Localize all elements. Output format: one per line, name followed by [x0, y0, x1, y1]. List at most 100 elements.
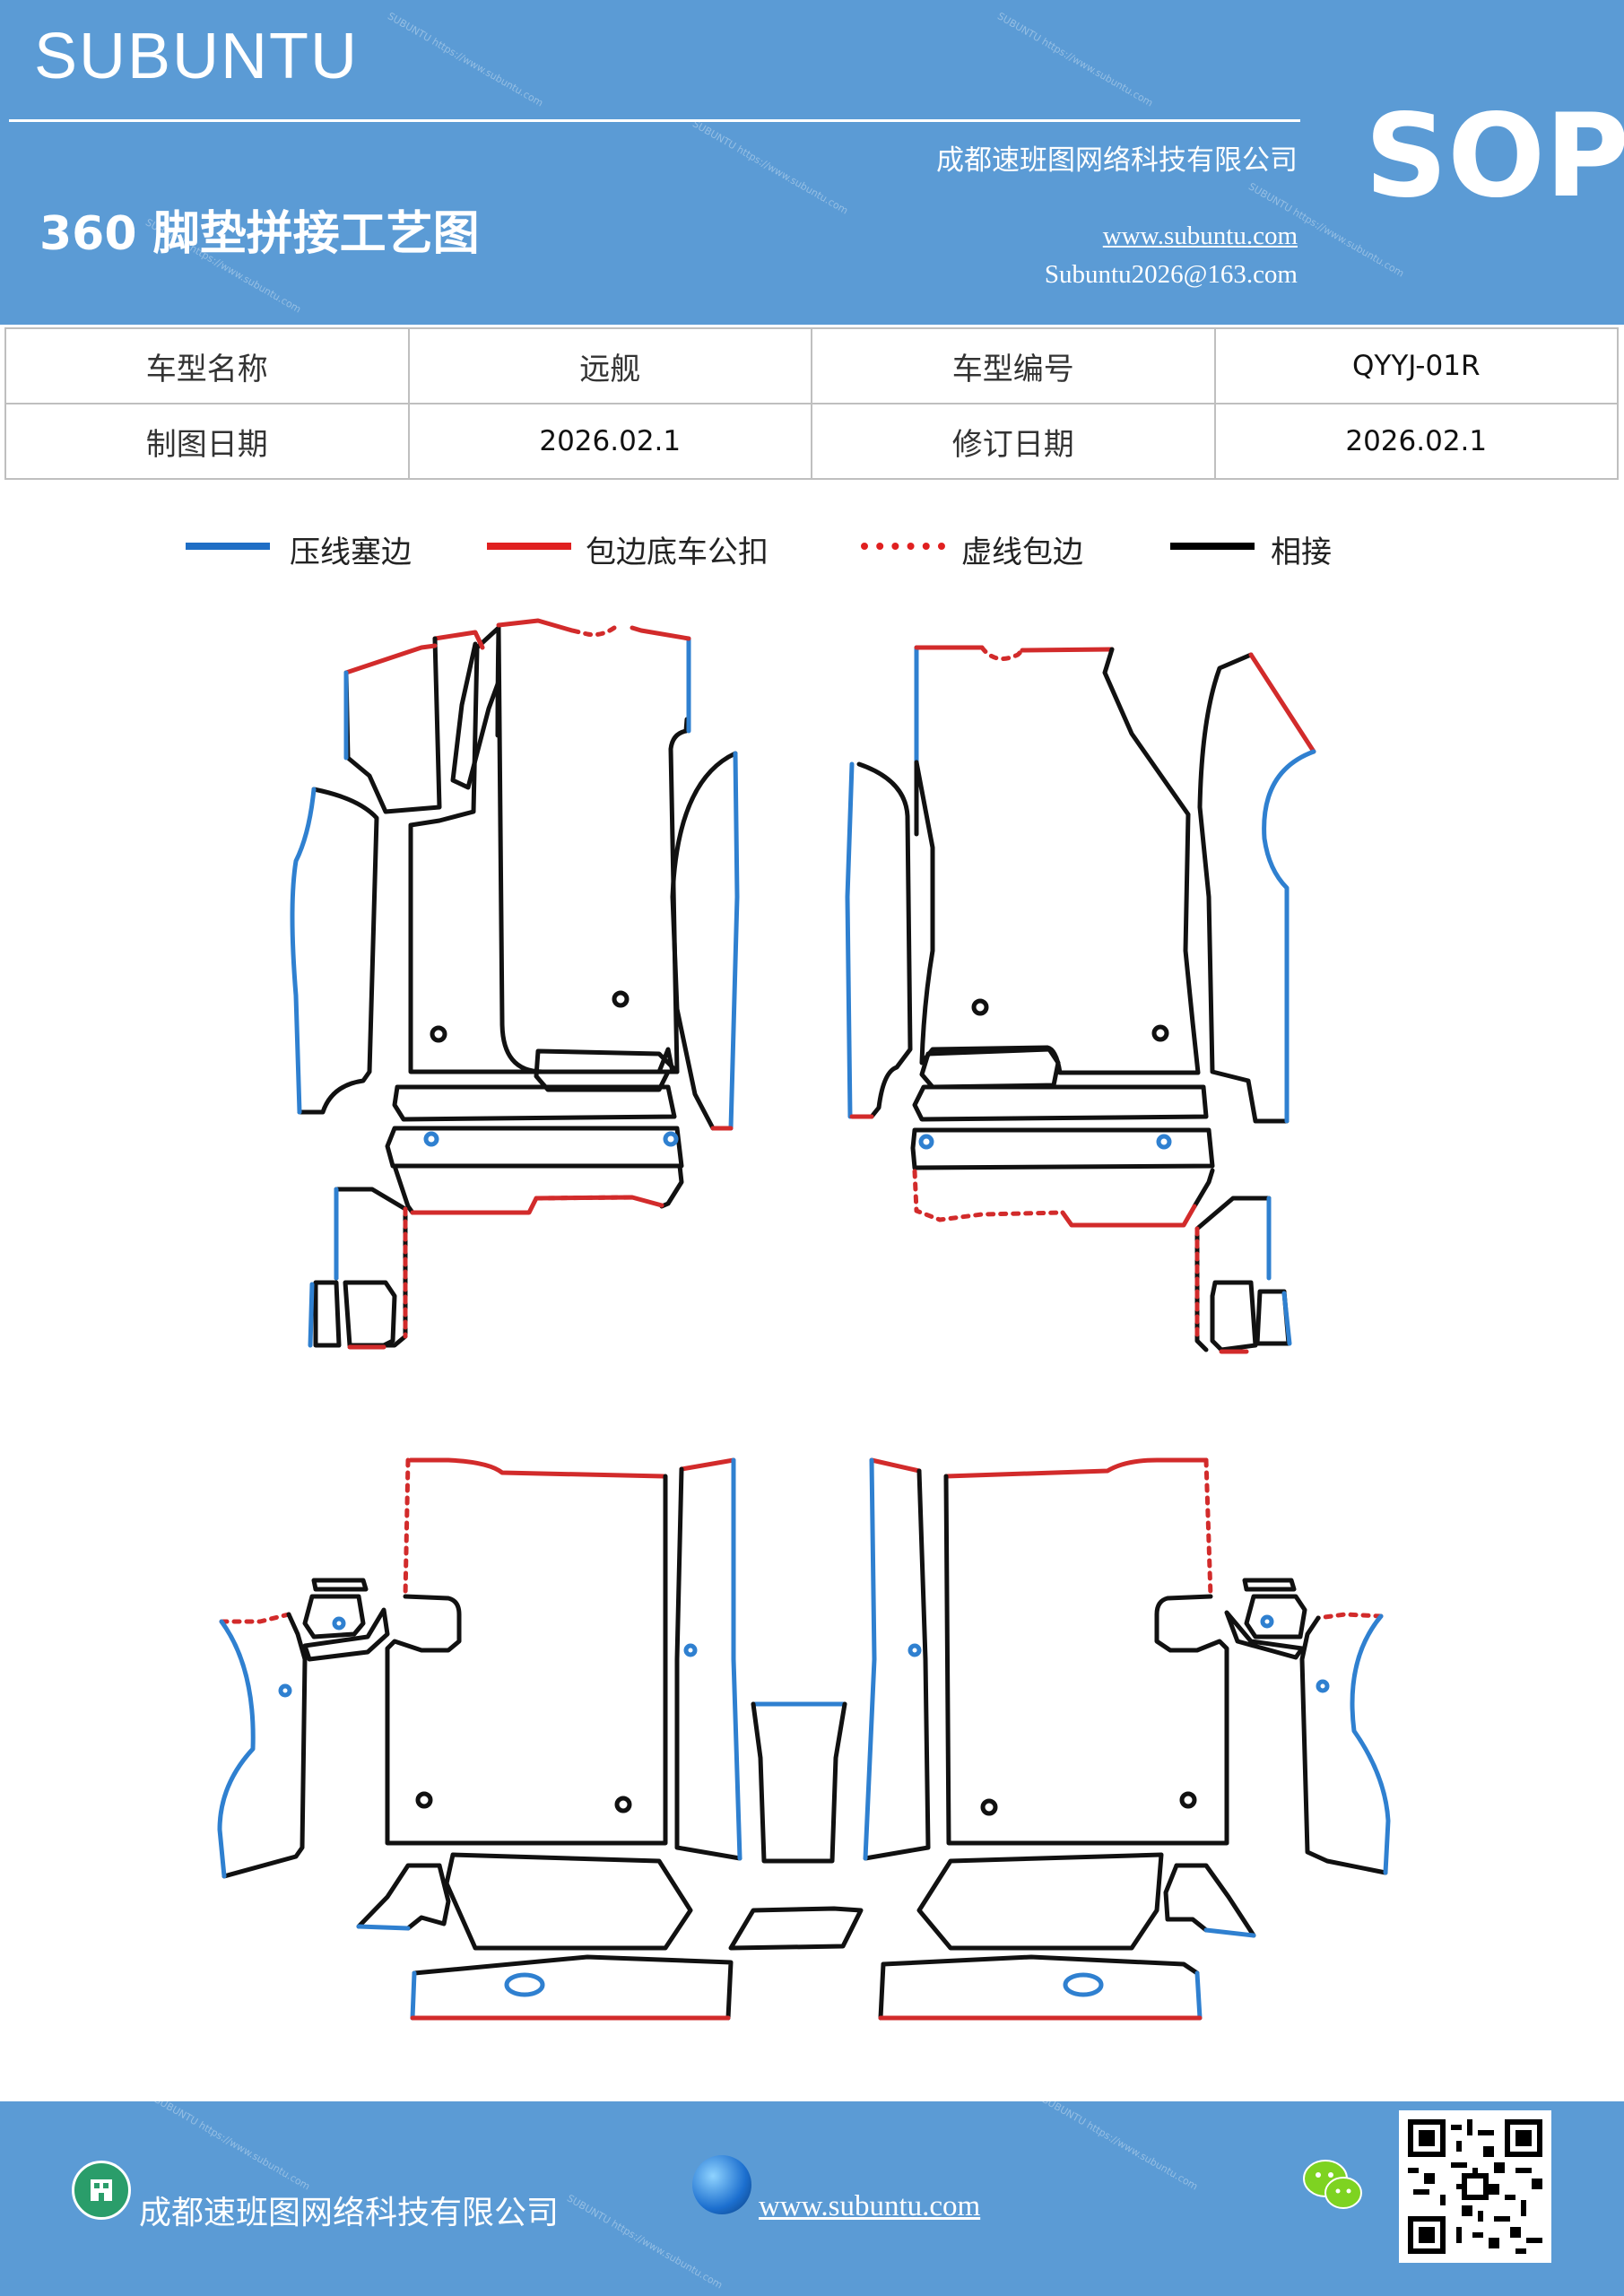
mat-edge-blue — [731, 1457, 743, 1861]
watermark: SUBUNTU https://www.subuntu.com — [386, 10, 545, 109]
legend-label: 包边底车公扣 — [586, 535, 769, 570]
mat-outline — [408, 625, 662, 1074]
mat-outline — [914, 647, 1201, 1075]
mat-edge-red-dotted — [912, 1169, 1065, 1222]
mat-outline — [356, 1863, 442, 1929]
legend-label: 压线塞边 — [290, 535, 412, 570]
mat-outline — [668, 717, 690, 1074]
rear-center-mat-group — [728, 1701, 864, 1951]
mat-edge-blue — [1194, 1970, 1203, 2021]
rear-right-mat-group — [863, 1457, 1391, 2021]
company-icon — [72, 2161, 131, 2220]
mat-edge-red — [432, 630, 485, 650]
mat-outline — [1174, 1863, 1256, 1938]
mat-outline — [1299, 1615, 1388, 1875]
header-company-name: 成都速班图网络科技有限公司 — [936, 144, 1298, 177]
mat-clip-hole-blue — [278, 1683, 292, 1698]
mat-clip-hole-blue — [332, 1616, 346, 1631]
mat-edge-red-dotted — [1203, 1457, 1213, 1599]
mat-edge-red — [679, 1457, 736, 1472]
mat-clip-hole-blue — [908, 1643, 922, 1657]
mat-outline — [313, 1280, 342, 1348]
mat-outline — [297, 787, 379, 1115]
mat-edge-red — [1060, 1204, 1197, 1228]
mat-edge-red-dotted — [219, 1612, 291, 1624]
mat-clip-hole — [430, 1025, 447, 1043]
mat-outline — [343, 636, 442, 814]
mat-edge-blue — [217, 1619, 256, 1879]
wechat-icon[interactable] — [1302, 2155, 1365, 2218]
mat-outline — [302, 1594, 366, 1639]
mat-edge-red — [1020, 647, 1115, 653]
mat-edge-red — [343, 643, 438, 675]
mat-edge-blue — [410, 1970, 417, 2021]
mat-edge-red — [496, 618, 575, 633]
draw-date-label: 制图日期 — [4, 403, 410, 480]
mat-outline — [385, 1126, 684, 1169]
mat-outline — [751, 1701, 847, 1864]
mat-outline — [912, 1084, 1209, 1122]
mat-outline — [1197, 652, 1290, 1124]
mat-heel-pad — [504, 1972, 545, 1997]
rear-left-mat-group — [217, 1457, 743, 2021]
table-row: 车型名称 远舰 车型编号 QYYJ-01R — [4, 327, 1619, 404]
mat-clip-hole-blue — [1260, 1614, 1274, 1629]
mat-clip-hole-blue — [423, 1131, 439, 1147]
mat-clip-hole-blue — [683, 1643, 698, 1657]
document-title: 360 脚垫拼接工艺图 — [39, 207, 480, 261]
mat-clip-hole — [971, 998, 989, 1016]
legend-swatch — [1170, 543, 1255, 550]
mat-clip-hole-blue — [918, 1134, 934, 1150]
header-website-link[interactable]: www.subuntu.com — [1102, 222, 1298, 250]
mat-outline — [910, 1127, 1215, 1170]
mat-outline — [1192, 1168, 1215, 1209]
mat-edge-red-dotted — [534, 1195, 635, 1201]
footer-company-name: 成都速班图网络科技有限公司 — [139, 2195, 560, 2231]
mat-edge-blue — [356, 1924, 411, 1931]
globe-icon — [692, 2155, 751, 2214]
mat-outline — [1210, 1280, 1258, 1352]
mat-edge-blue — [308, 1282, 315, 1348]
brand-logo-text: SUBUNTU — [34, 21, 360, 92]
mat-clip-hole-blue — [1316, 1679, 1330, 1693]
mat-outline — [728, 1906, 864, 1951]
header-divider — [9, 119, 1300, 122]
mat-clip-hole — [1179, 1791, 1197, 1809]
mat-edge-blue — [1350, 1613, 1391, 1875]
mat-outline — [385, 1474, 668, 1846]
mat-outline — [392, 1163, 684, 1215]
mat-outline — [450, 641, 501, 790]
mat-clip-hole — [415, 1791, 433, 1809]
header-banner: SUBUNTU https://www.subuntu.com SUBUNTU … — [0, 0, 1624, 325]
edge-legend: 压线塞边 包边底车公扣 虚线包边 相接 — [0, 527, 1624, 572]
mat-edge-red — [869, 1457, 922, 1474]
qr-code[interactable] — [1399, 2110, 1551, 2263]
mat-outline — [221, 1612, 308, 1879]
mat-edge-red — [408, 1457, 666, 1479]
mat-edge-red — [630, 625, 691, 641]
watermark: SUBUNTU https://www.subuntu.com — [690, 117, 850, 217]
revision-date-label: 修订日期 — [811, 403, 1216, 480]
legend-swatch — [861, 543, 945, 550]
mat-outline — [392, 1084, 677, 1122]
revision-date-value: 2026.02.1 — [1213, 403, 1619, 480]
footer-website-link[interactable]: www.subuntu.com — [759, 2190, 981, 2222]
legend-label: 相接 — [1271, 535, 1332, 570]
mat-edge-blue — [845, 761, 855, 1119]
header-email[interactable]: Subuntu2026@163.com — [1044, 260, 1298, 289]
mat-outline — [534, 1048, 680, 1092]
mat-clip-hole-blue — [1156, 1134, 1172, 1150]
mat-outline — [863, 1468, 931, 1861]
mat-heel-pad — [1063, 1972, 1104, 1997]
mat-outline — [943, 1474, 1229, 1846]
table-row: 制图日期 2026.02.1 修订日期 2026.02.1 — [4, 403, 1619, 480]
mat-outline — [1242, 1578, 1297, 1592]
sop-badge: SOP — [1365, 90, 1624, 223]
legend-swatch — [186, 543, 270, 550]
wechat-glyph — [1303, 2160, 1362, 2209]
mat-clip-hole — [612, 990, 630, 1008]
mat-outline — [919, 1047, 1061, 1090]
mat-outline — [412, 1954, 734, 2021]
mat-edge-red — [943, 1457, 1209, 1479]
mat-clip-hole — [1151, 1024, 1169, 1042]
